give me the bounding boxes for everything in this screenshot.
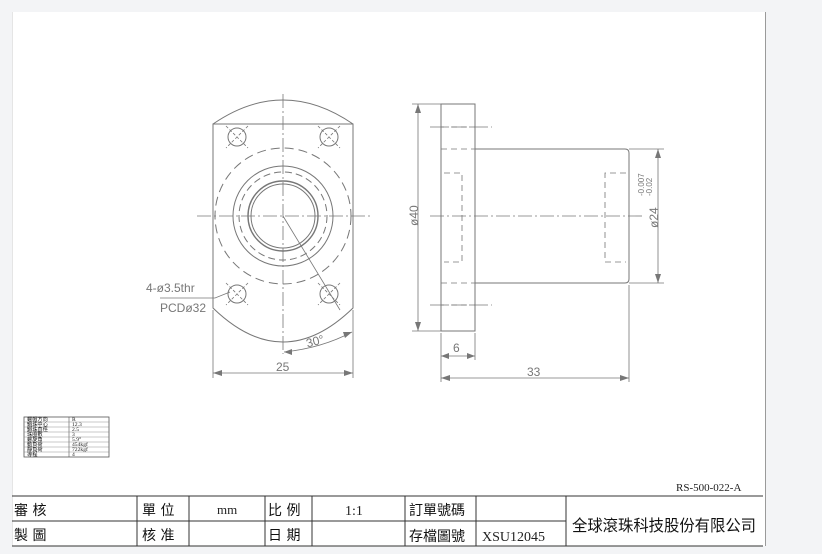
hole-leader [160, 291, 231, 299]
spec-value: 454kgf [72, 441, 88, 448]
hole-note-line1: 4-ø3.5thr [146, 281, 195, 295]
scale-value: 1:1 [345, 504, 363, 519]
title-block [12, 495, 763, 547]
mount-hole-bl [227, 284, 247, 304]
spec-value: 3 [72, 432, 75, 438]
spec-value: 4 [72, 452, 75, 458]
spec-value: 2.5 [72, 427, 79, 433]
archive-label: 存檔圖號 [409, 529, 465, 545]
archive-value: XSU12045 [482, 530, 545, 545]
spec-label: 鋼珠直徑 [27, 425, 48, 433]
spec-label: 鋼珠中心 [27, 420, 48, 428]
angle-line [282, 215, 341, 311]
hole-note-line2: PCDø32 [160, 301, 206, 315]
side-flange [440, 103, 476, 332]
mount-hole-tr [319, 127, 339, 147]
body-diameter-label: ø24 [647, 207, 661, 228]
scale-label: 比 例 [268, 503, 300, 519]
drawing-sheet [12, 12, 766, 546]
spec-value: R [72, 417, 76, 423]
tolerance-lower: -0.02 [645, 177, 654, 196]
front-view [160, 94, 373, 378]
mount-hole-br [319, 284, 339, 304]
approve-label: 核 准 [142, 528, 174, 544]
side-view [412, 103, 664, 382]
spec-table: 螺帽方向 R 鋼珠中心 12.3 鋼珠直徑 2.5 珠圈數 3 螺旋角 5.9° 動負荷 454kgf… [23, 415, 110, 458]
tolerance-upper: -0.007 [637, 173, 646, 196]
draw-label: 製 圖 [14, 528, 46, 544]
spec-value: 722kgf [72, 446, 88, 453]
spec-label: 動負荷 [27, 440, 43, 448]
date-label: 日 期 [268, 528, 300, 544]
thickness-label: 6 [453, 341, 460, 355]
unit-label: 單 位 [142, 503, 174, 519]
flange-diameter-label: ø40 [407, 205, 421, 226]
spec-label: 螺帽方向 [27, 415, 48, 423]
review-label: 審 核 [14, 503, 46, 519]
unit-value: mm [217, 502, 237, 517]
spec-label: 導程 [27, 450, 37, 458]
spec-rows: 螺帽方向 R 鋼珠中心 12.3 鋼珠直徑 2.5 珠圈數 3 螺旋角 5.9° 動負荷 454kgf… [27, 415, 88, 458]
spec-label: 螺旋角 [27, 435, 43, 443]
mount-hole-tl [227, 127, 247, 147]
spec-value: 5.9° [72, 436, 81, 443]
spec-label: 珠圈數 [27, 430, 43, 438]
drawing-number: RS-500-022-A [676, 482, 741, 494]
company-name: 全球滾珠科技股份有限公司 [572, 516, 756, 535]
width-label: 25 [276, 360, 290, 374]
flange-outline [212, 123, 354, 343]
length-label: 33 [527, 365, 541, 379]
spec-value: 12.3 [72, 422, 82, 428]
spec-label: 靜負荷 [27, 445, 43, 453]
angle-label: 30° [305, 332, 326, 350]
order-label: 訂單號碼 [409, 503, 465, 519]
